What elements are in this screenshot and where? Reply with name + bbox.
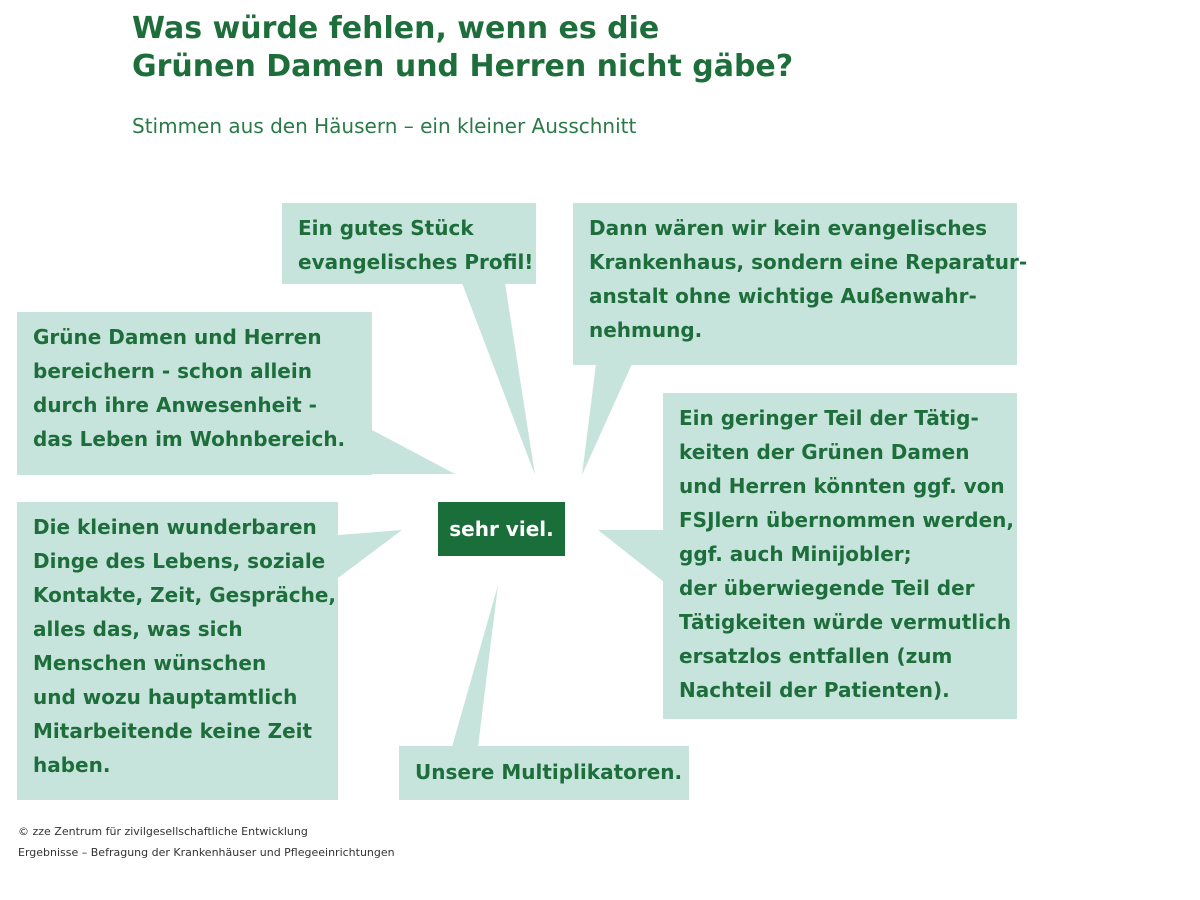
quote-line: Unsere Multiplikatoren.: [415, 760, 683, 784]
title-line-1: Was würde fehlen, wenn es die: [132, 11, 660, 46]
quote-line: evangelisches Profil!: [298, 250, 534, 274]
quote-line: und Herren könnten ggf. von: [679, 474, 1005, 498]
quote-line: Nachteil der Patienten).: [679, 678, 950, 702]
quote-line: anstalt ohne wichtige Außenwahr-: [589, 284, 977, 308]
pointer-wohnbereich: [372, 430, 455, 474]
quote-line: alles das, was sich: [33, 617, 243, 641]
page-subtitle: Stimmen aus den Häusern – ein kleiner Au…: [132, 114, 637, 138]
pointer-krankenhaus: [582, 364, 632, 475]
quote-line: Kontakte, Zeit, Gespräche,: [33, 583, 337, 607]
quote-multiplikatoren: Unsere Multiplikatoren.: [399, 746, 689, 800]
pointer-profil: [462, 283, 535, 475]
quote-line: Mitarbeitende keine Zeit: [33, 719, 313, 743]
page-title: Was würde fehlen, wenn es die Grünen Dam…: [132, 10, 793, 86]
quote-line: nehmung.: [589, 318, 703, 342]
quote-krankenhaus: Dann wären wir kein evangelisches Kranke…: [573, 203, 1028, 365]
quote-line: bereichern - schon allein: [33, 359, 312, 383]
footer-source: Ergebnisse – Befragung der Krankenhäuser…: [18, 846, 395, 859]
quote-line: der überwiegende Teil der: [679, 576, 975, 600]
quote-line: Dann wären wir kein evangelisches: [589, 216, 988, 240]
quote-line: Ein geringer Teil der Tätig-: [679, 406, 979, 430]
quote-line: und wozu hauptamtlich: [33, 685, 298, 709]
footer-copyright: © zze Zentrum für zivilgesellschaftliche…: [18, 825, 308, 838]
center-answer-box: sehr viel.: [438, 502, 565, 556]
quote-line: durch ihre Anwesenheit -: [33, 393, 317, 417]
quote-line: ggf. auch Minijobler;: [679, 542, 912, 566]
title-line-2: Grünen Damen und Herren nicht gäbe?: [132, 49, 794, 84]
quote-line: Menschen wünschen: [33, 651, 267, 675]
pointer-dinge: [338, 530, 402, 578]
quote-profil: Ein gutes Stück evangelisches Profil!: [282, 203, 536, 284]
quote-line: keiten der Grünen Damen: [679, 440, 970, 464]
quote-line: ersatzlos entfallen (zum: [679, 644, 953, 668]
quote-line: Grüne Damen und Herren: [33, 325, 322, 349]
pointer-taetigkeiten: [598, 530, 664, 582]
quote-line: Ein gutes Stück: [298, 216, 474, 240]
quote-wohnbereich: Grüne Damen und Herren bereichern - scho…: [17, 312, 372, 475]
quote-dinge: Die kleinen wunderbaren Dinge des Lebens…: [17, 502, 338, 800]
quote-line: FSJlern übernommen werden,: [679, 508, 1015, 532]
quote-line: Dinge des Lebens, soziale: [33, 549, 326, 573]
quote-line: haben.: [33, 753, 111, 777]
quote-taetigkeiten: Ein geringer Teil der Tätig- keiten der …: [663, 393, 1017, 719]
quote-line: Krankenhaus, sondern eine Reparatur-: [589, 250, 1028, 274]
quote-line: Tätigkeiten würde vermutlich: [679, 610, 1012, 634]
quote-line: das Leben im Wohnbereich.: [33, 427, 346, 451]
pointer-multiplikatoren: [452, 585, 498, 747]
quote-line: Die kleinen wunderbaren: [33, 515, 317, 539]
